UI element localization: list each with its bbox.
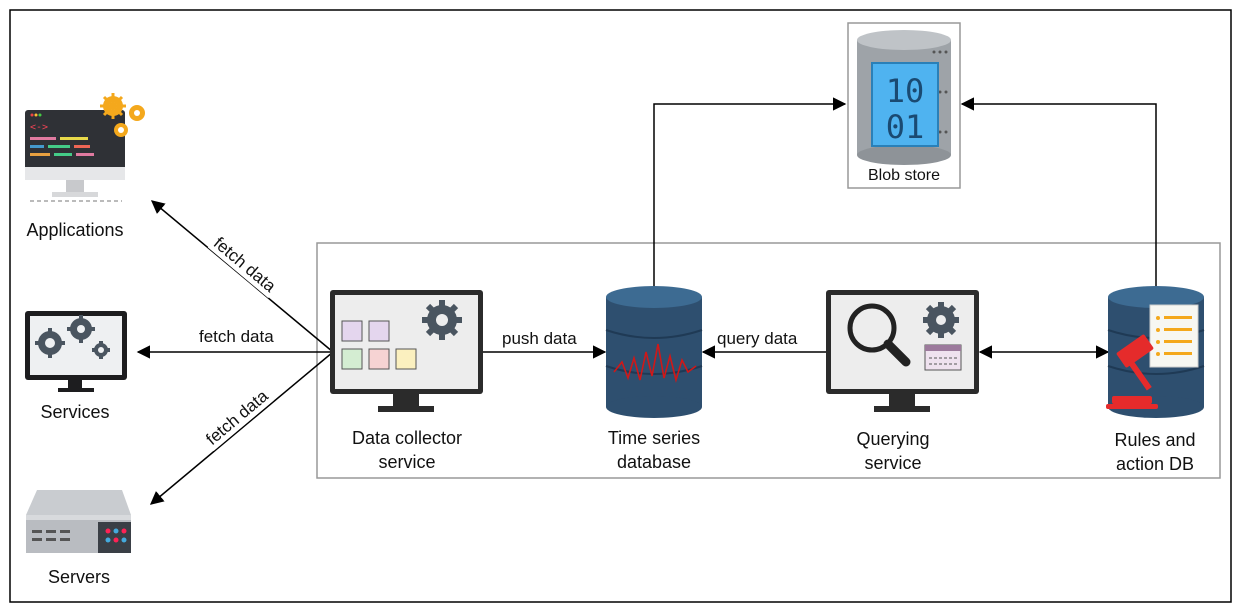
blob-store-label: Blob store [867,167,941,184]
blob-glyph-row2: 01 [886,108,925,146]
gears-monitor-icon [25,311,127,392]
outer-frame [9,9,1232,603]
database-waveform-icon [605,286,703,418]
svg-text:<->: <-> [30,122,48,133]
binary-storage-icon: 10 01 [857,30,951,165]
dashboard-monitor-icon [330,290,483,412]
blob-store-frame [847,22,961,189]
code-monitor-gears-icon: <-> [25,93,145,202]
servers-label: Servers [47,567,110,587]
applications-label: Applications [26,220,124,240]
services-label: Services [40,402,110,422]
system-boundary [316,242,1221,479]
fetch-services-label: fetch data [197,327,276,347]
edge-fetch-servers [149,351,334,505]
database-gavel-icon [1106,286,1205,418]
edge-rules-to-blob [960,97,1157,287]
search-monitor-icon [826,290,979,412]
server-rack-icon [26,490,131,553]
blob-glyph-row1: 10 [886,72,925,110]
query-data-label: query data [715,329,800,349]
edge-tsdb-to-blob [653,97,847,287]
push-data-label: push data [500,329,579,349]
